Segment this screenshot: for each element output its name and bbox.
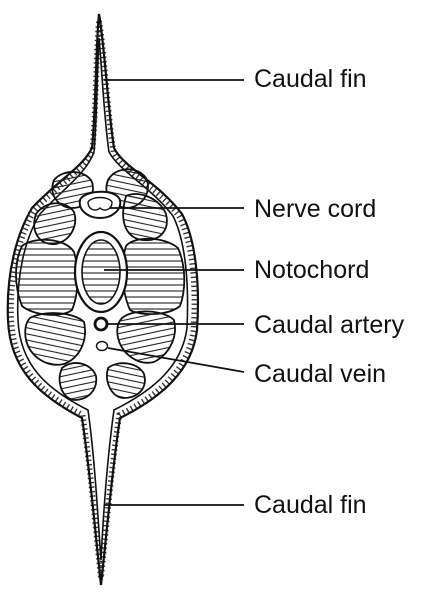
caudal-artery: [93, 316, 109, 332]
label-notochord: Notochord: [254, 256, 370, 284]
skin-cell-band: [8, 20, 198, 579]
notochord: [73, 230, 129, 314]
myotomes: [15, 168, 186, 401]
nerve-cord: [78, 190, 122, 220]
caudal-vein: [95, 340, 109, 352]
label-caudal-fin-top: Caudal fin: [254, 65, 367, 93]
label-caudal-fin-bottom: Caudal fin: [254, 491, 367, 519]
body-outline-inner: [16, 37, 189, 561]
label-caudal-artery: Caudal artery: [254, 311, 405, 339]
label-caudal-vein: Caudal vein: [254, 360, 387, 388]
leader-caudal-vein: [107, 347, 245, 373]
label-nerve-cord: Nerve cord: [254, 195, 377, 223]
